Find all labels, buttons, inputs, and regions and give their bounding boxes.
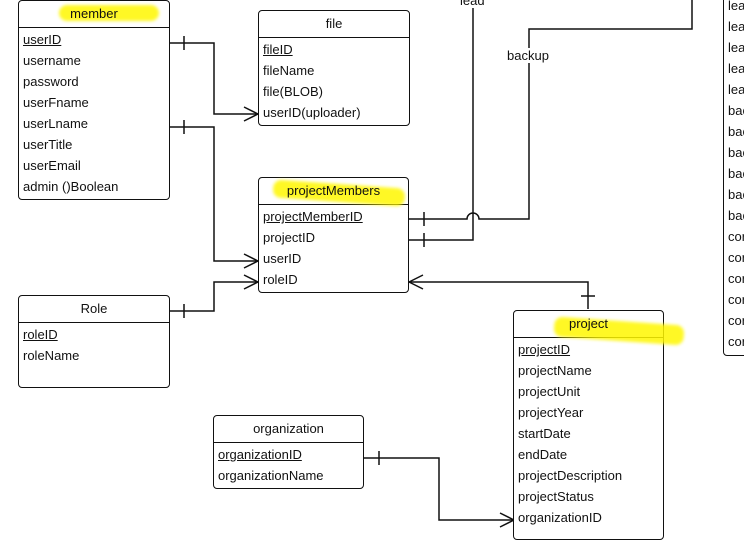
- rel-member-projectmembers: [170, 126, 258, 262]
- field-rolename: roleName: [23, 348, 80, 363]
- field-startdate: startDate: [518, 426, 571, 441]
- side-panel-row: cor: [728, 229, 744, 244]
- side-panel-row: lea: [728, 82, 744, 97]
- field-userlname: userLname: [23, 116, 89, 131]
- rel-lead: [409, 0, 474, 241]
- field-enddate: endDate: [518, 447, 568, 462]
- side-panel-row: cor: [728, 292, 744, 307]
- side-panel-row: bac: [728, 103, 744, 118]
- rel-organization-project: [364, 457, 514, 521]
- side-panel-row: lea: [728, 40, 744, 55]
- field-organizationname: organizationName: [218, 468, 324, 483]
- side-panel-row: cor: [728, 250, 744, 265]
- entity-member[interactable]: member userID username password userFnam…: [18, 0, 170, 200]
- field-useremail: userEmail: [23, 158, 81, 173]
- side-panel-row: cor: [728, 271, 744, 286]
- field-organizationid: organizationID: [518, 510, 602, 525]
- field-projectyear: projectYear: [518, 405, 584, 420]
- field-userid: userID: [23, 32, 62, 47]
- entity-title: projectMembers: [259, 178, 408, 207]
- field-projectname: projectName: [518, 363, 592, 378]
- rel-backup: [409, 0, 693, 220]
- field-projectdescription: projectDescription: [518, 468, 623, 483]
- field-projectunit: projectUnit: [518, 384, 581, 399]
- entity-title: member: [19, 1, 169, 28]
- field-filename: fileName: [263, 63, 315, 78]
- side-panel-row: cor: [728, 334, 744, 349]
- entity-projectmembers[interactable]: projectMembers projectMemberID projectID…: [258, 177, 409, 293]
- rel-member-file: [170, 42, 258, 115]
- side-panel-row: bac: [728, 166, 744, 181]
- side-panel-row: lea: [728, 0, 744, 13]
- field-password: password: [23, 74, 79, 89]
- entity-title: project: [514, 311, 685, 346]
- entity-project[interactable]: project projectID projectName projectUni…: [513, 310, 685, 540]
- entity-organization[interactable]: organization organizationID organization…: [213, 415, 364, 489]
- rel-projectmembers-project: [409, 281, 589, 309]
- entity-file[interactable]: file fileID fileName file(BLOB) userID(u…: [258, 10, 410, 126]
- field-projectmemberid: projectMemberID: [263, 209, 363, 224]
- side-panel-row: lea: [728, 61, 744, 76]
- side-panel-row: bac: [728, 124, 744, 139]
- edge-label-lead: lead: [458, 0, 487, 8]
- field-usertitle: userTitle: [23, 137, 73, 152]
- field-username: username: [23, 53, 81, 68]
- field-admin: admin ()Boolean: [23, 179, 119, 194]
- side-panel-row: bac: [728, 208, 744, 223]
- field-fileid: fileID: [263, 42, 293, 57]
- entity-title: Role: [19, 296, 169, 323]
- field-file-blob: file(BLOB): [263, 84, 323, 99]
- side-panel-row: bac: [728, 145, 744, 160]
- field-userid-uploader: userID(uploader): [263, 105, 361, 120]
- field-organizationid: organizationID: [218, 447, 302, 462]
- entity-partial-right[interactable]: lea lea lea lea lea bac bac bac bac bac bac cor cor c…: [723, 0, 744, 356]
- rel-role-projectmembers: [170, 281, 258, 312]
- side-panel-row: cor: [728, 313, 744, 328]
- entity-title: file: [259, 11, 409, 38]
- field-roleid: roleID: [23, 327, 58, 342]
- entity-title: organization: [214, 416, 363, 443]
- field-projectid: projectID: [263, 230, 316, 245]
- field-userfname: userFname: [23, 95, 89, 110]
- entity-role[interactable]: Role roleID roleName: [18, 295, 170, 388]
- field-projectid: projectID: [518, 342, 571, 357]
- field-roleid: roleID: [263, 272, 298, 287]
- side-panel-row: bac: [728, 187, 744, 202]
- edge-label-backup: backup: [505, 48, 551, 63]
- side-panel-row: lea: [728, 19, 744, 34]
- field-userid: userID: [263, 251, 302, 266]
- relationship-lines: [170, 0, 693, 528]
- field-projectstatus: projectStatus: [518, 489, 594, 504]
